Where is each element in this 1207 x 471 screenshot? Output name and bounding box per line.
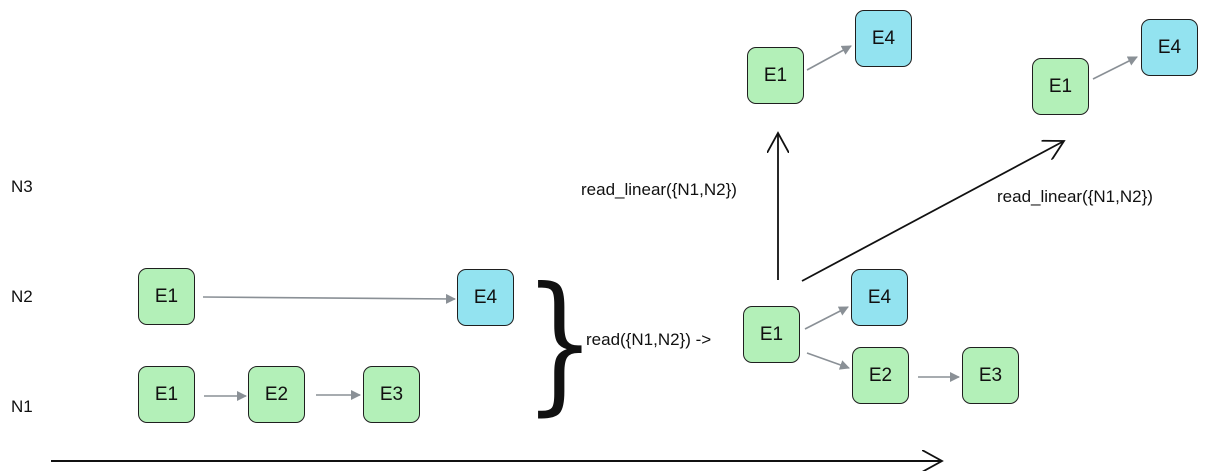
arrow-read-linear-diagonal [801,141,1064,282]
top-right-event-e1: E1 [1032,58,1089,115]
n2-event-e4: E4 [457,269,514,326]
read-linear-label-right: read_linear({N1,N2}) [997,187,1153,206]
row-label-n1: N1 [11,397,33,416]
read-linear-label-middle: read_linear({N1,N2}) [581,180,737,199]
row-label-n3: N3 [11,177,33,196]
row-label-n2: N2 [11,287,33,306]
merge-operation-label: read({N1,N2}) -> [586,330,712,349]
edge-n2-e1-e4 [202,293,456,304]
merged-event-e3: E3 [962,347,1019,404]
edge-merged-e1-e4 [804,306,849,330]
n1-event-e2: E2 [248,366,305,423]
top-right-event-e4: E4 [1141,19,1198,76]
merge-brace: } [524,256,596,430]
n1-event-e3: E3 [363,366,420,423]
n2-event-e1: E1 [138,268,195,325]
merged-event-e2: E2 [852,347,909,404]
edge-merged-e1-e2 [806,352,850,370]
top-middle-event-e4: E4 [855,10,912,67]
n1-event-e1: E1 [138,366,195,423]
merged-event-e1: E1 [743,306,800,363]
edge-top-right-e1-e4 [1092,56,1138,80]
merged-event-e4: E4 [851,269,908,326]
edge-top-middle-e1-e4 [806,45,852,71]
top-middle-event-e1: E1 [747,47,804,104]
